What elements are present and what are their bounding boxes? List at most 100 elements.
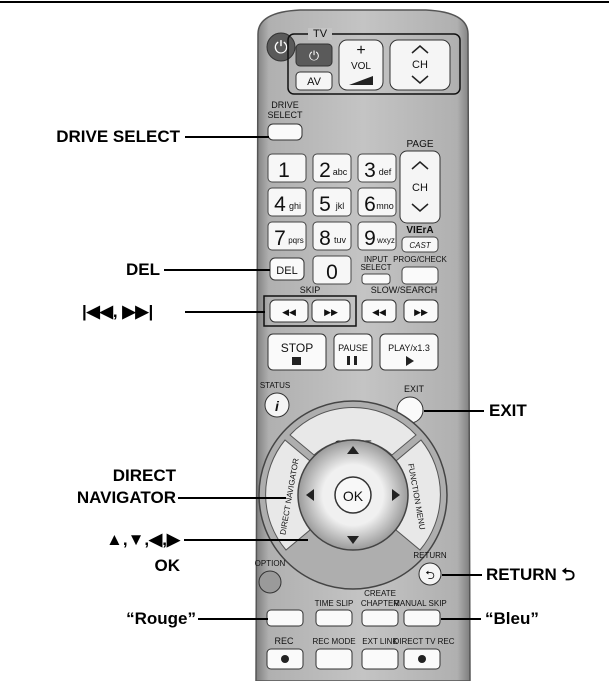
arrow-left-icon <box>306 489 314 501</box>
key-9 <box>357 221 397 251</box>
stop-button <box>267 333 327 371</box>
callout-return: RETURN ⮌ <box>486 565 576 584</box>
svg-text:CAST: CAST <box>409 241 431 250</box>
svg-text:MANUAL SKIP: MANUAL SKIP <box>393 599 447 608</box>
status-button <box>264 392 290 418</box>
ok-button <box>334 476 372 514</box>
power-icon: ⏻ <box>274 38 288 57</box>
svg-text:RETURN: RETURN <box>413 551 447 560</box>
svg-text:mno: mno <box>376 201 394 211</box>
ch-label: CH <box>412 59 428 71</box>
arrow-right-icon <box>392 489 400 501</box>
viera-cast-button <box>401 236 439 253</box>
svg-text:OPTION: OPTION <box>255 559 286 568</box>
arrow-up-icon <box>347 446 359 454</box>
callout-bleu: “Bleu” <box>485 609 539 628</box>
del-button <box>269 257 305 281</box>
svg-text:jkl: jkl <box>335 201 345 211</box>
svg-text:tuv: tuv <box>334 235 347 245</box>
svg-text:SKIP: SKIP <box>300 285 321 295</box>
leader-bleu <box>441 618 481 620</box>
svg-text:STATUS: STATUS <box>260 381 290 390</box>
top-rule <box>0 1 609 3</box>
svg-text:abc: abc <box>333 167 348 177</box>
callout-rouge: “Rouge” <box>126 609 196 628</box>
leader-drive-select <box>185 136 269 138</box>
svg-text:def: def <box>379 167 392 177</box>
vol-label: VOL <box>351 61 371 72</box>
svg-text:7: 7 <box>274 227 286 250</box>
svg-text:9: 9 <box>364 227 376 250</box>
svg-text:CH: CH <box>412 182 428 194</box>
tv-power-icon: ⏻ <box>309 48 319 63</box>
tv-label: TV <box>313 28 328 40</box>
page-label: PAGE <box>406 139 433 150</box>
return-icon: ⮌ <box>425 568 435 582</box>
svg-text:ghi: ghi <box>289 201 301 211</box>
viera-label: VIErA <box>406 225 433 236</box>
svg-text:3: 3 <box>364 159 376 182</box>
key-7 <box>267 221 307 251</box>
svg-text:PLAY/x1.3: PLAY/x1.3 <box>388 343 430 353</box>
svg-text:6: 6 <box>364 193 376 216</box>
play-button <box>379 333 439 371</box>
leader-skip <box>185 311 265 313</box>
svg-text:▶▶: ▶▶ <box>414 307 428 317</box>
slow-forward-button <box>403 299 439 323</box>
svg-text:▶▶: ▶▶ <box>324 307 338 317</box>
input-select-button <box>361 273 391 285</box>
leader-exit <box>424 410 484 412</box>
svg-text:1: 1 <box>278 159 290 182</box>
skip-forward-button <box>311 299 351 323</box>
key-3 <box>357 153 397 183</box>
av-label: AV <box>307 76 322 88</box>
key-0 <box>312 255 352 285</box>
svg-text:REC MODE: REC MODE <box>312 637 355 646</box>
callout-skip: |◀◀, ▶▶| <box>82 302 154 321</box>
svg-text:◀◀: ◀◀ <box>372 307 386 317</box>
svg-text:DEL: DEL <box>276 265 297 277</box>
slow-back-button <box>361 299 397 323</box>
svg-text:TIME SLIP: TIME SLIP <box>315 599 354 608</box>
svg-text:INPUT: INPUT <box>364 255 388 264</box>
leader-direct-navigator <box>178 497 286 499</box>
callout-direct-navigator-2: NAVIGATOR <box>76 488 176 507</box>
key-2 <box>312 153 352 183</box>
arrow-down-icon <box>347 536 359 544</box>
svg-text:+: + <box>356 42 365 59</box>
svg-text:pqrs: pqrs <box>288 236 304 245</box>
pause-button <box>333 333 373 371</box>
callout-ok: OK <box>154 556 181 575</box>
svg-text:REC: REC <box>274 636 294 646</box>
rec-mode-button <box>315 648 353 670</box>
svg-text:◀◀: ◀◀ <box>282 307 296 317</box>
ch-rocker <box>389 39 451 91</box>
callout-arrows: ▲,▼,◀,▶ <box>106 530 180 549</box>
svg-text:CHAPTER: CHAPTER <box>361 599 399 608</box>
svg-text:0: 0 <box>326 261 338 284</box>
key-4 <box>267 187 307 217</box>
svg-text:PROG/CHECK: PROG/CHECK <box>393 255 447 264</box>
leader-del <box>164 269 270 271</box>
option-button <box>258 570 282 594</box>
ext-link-button <box>361 648 399 670</box>
key-1 <box>267 153 307 183</box>
blue-button <box>403 609 441 627</box>
svg-text:EXIT: EXIT <box>404 384 425 394</box>
tv-power-button <box>295 43 333 67</box>
key-6 <box>357 187 397 217</box>
skip-back-button <box>269 299 309 323</box>
leader-rouge <box>198 618 268 620</box>
svg-text:2: 2 <box>319 159 331 182</box>
svg-text:SLOW/SEARCH: SLOW/SEARCH <box>371 285 438 295</box>
callout-exit: EXIT <box>489 401 527 420</box>
red-button <box>266 609 304 627</box>
svg-text:8: 8 <box>319 227 331 250</box>
svg-text:SELECT: SELECT <box>360 263 391 272</box>
callout-del: DEL <box>126 260 160 279</box>
svg-text:wxyz: wxyz <box>376 236 395 245</box>
tv-group-frame <box>287 33 461 95</box>
svg-text:4: 4 <box>274 193 286 216</box>
green-button <box>315 609 353 627</box>
